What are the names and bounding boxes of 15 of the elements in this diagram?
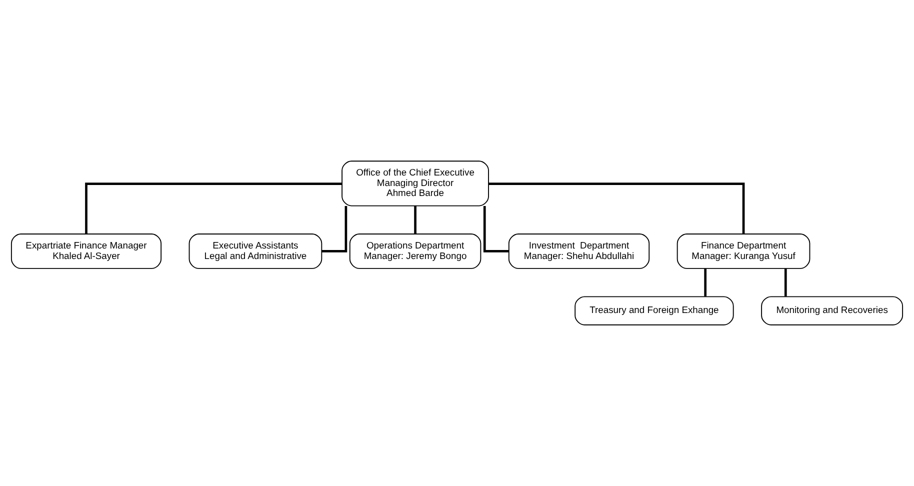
node-box: Treasury and Foreign Exhange bbox=[574, 296, 734, 326]
node-box: Office of the Chief Executive Managing Director Ahmed Barde bbox=[342, 160, 489, 206]
node-box: Finance Department Manager: Kuranga Yusuf bbox=[676, 234, 810, 269]
connector bbox=[85, 182, 342, 234]
node-box: Executive Assistants Legal and Administrative bbox=[188, 234, 322, 269]
connector bbox=[414, 206, 416, 234]
node-box: Monitoring and Recoveries bbox=[761, 296, 904, 326]
connector bbox=[483, 206, 509, 252]
node-box: Operations Department Manager: Jeremy Bongo bbox=[349, 234, 482, 269]
connector bbox=[322, 206, 348, 252]
connector bbox=[488, 182, 745, 234]
node-box: Expartriate Finance Manager Khaled Al-Sayer bbox=[10, 234, 162, 269]
node-box: Investment Department Manager: Shehu Abdullahi bbox=[508, 234, 650, 269]
connector bbox=[704, 268, 707, 296]
connector bbox=[784, 268, 787, 296]
